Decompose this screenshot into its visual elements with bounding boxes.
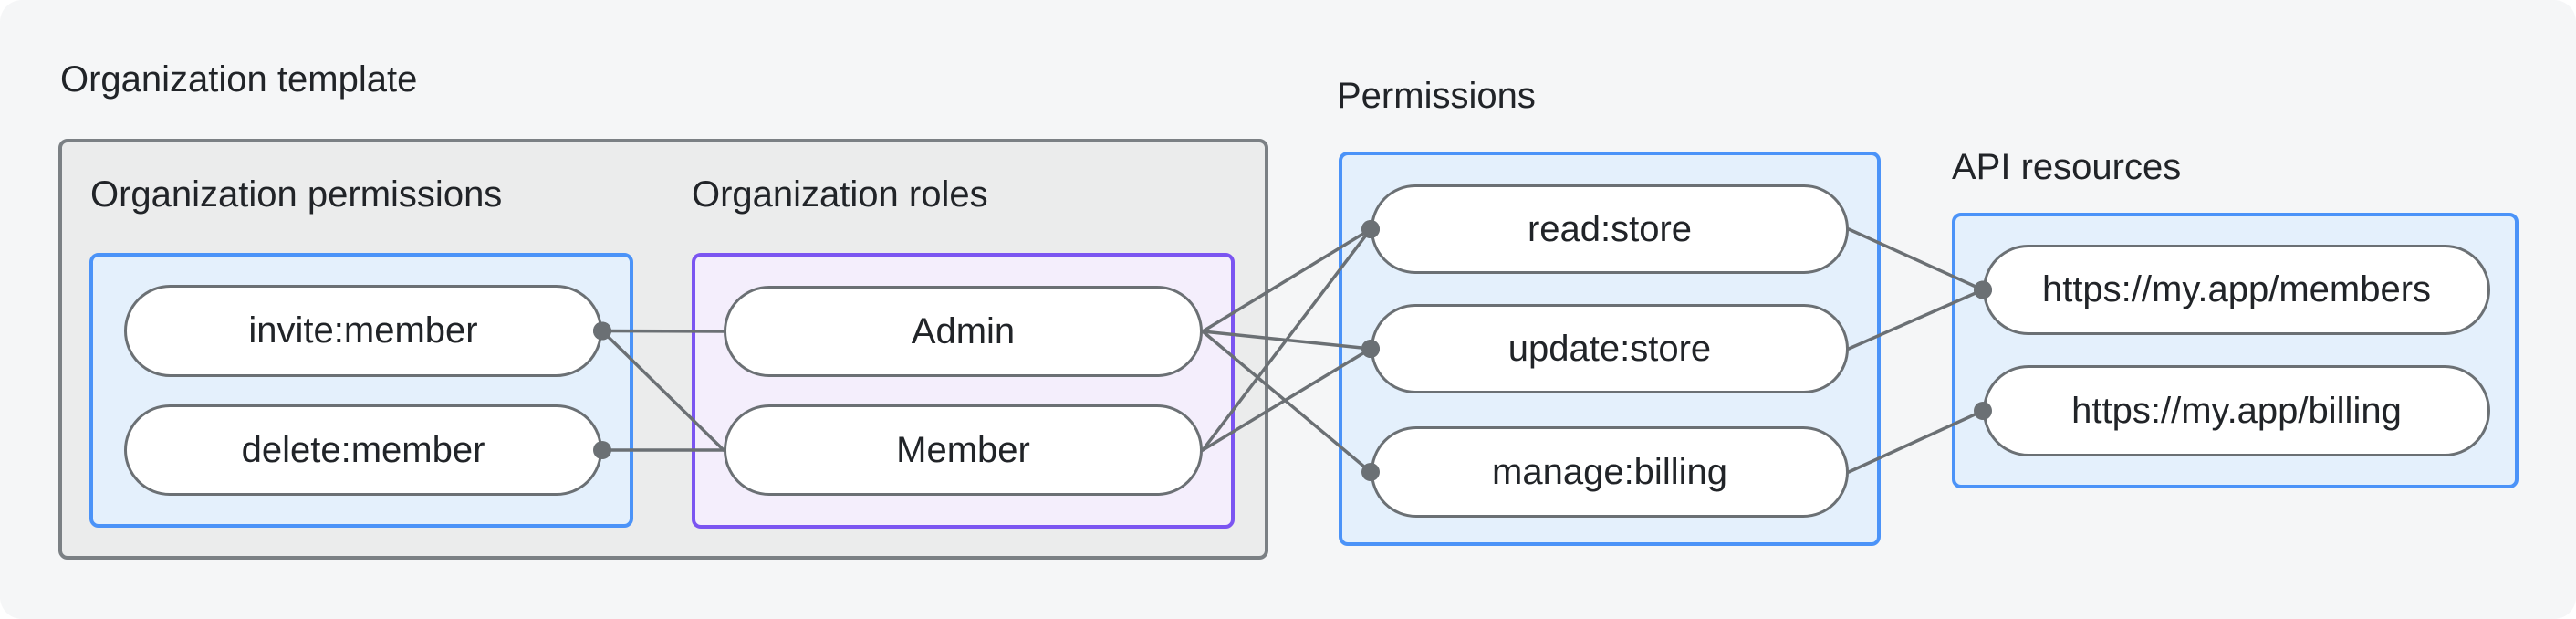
pill-invite-member: invite:member <box>124 285 602 377</box>
org-roles-title: Organization roles <box>692 174 988 215</box>
pill-billing-url: https://my.app/billing <box>1983 365 2490 456</box>
pill-delete-member: delete:member <box>124 404 602 496</box>
pill-members-url: https://my.app/members <box>1983 245 2490 335</box>
pill-update-store: update:store <box>1371 304 1849 393</box>
pill-admin: Admin <box>724 286 1203 377</box>
pill-manage-billing: manage:billing <box>1371 426 1849 518</box>
pill-member: Member <box>724 404 1203 496</box>
org-template-title: Organization template <box>60 59 418 100</box>
pill-read-store: read:store <box>1371 184 1849 274</box>
permissions-title: Permissions <box>1337 76 1536 116</box>
org-permissions-title: Organization permissions <box>90 174 503 215</box>
api-resources-title: API resources <box>1952 147 2182 187</box>
